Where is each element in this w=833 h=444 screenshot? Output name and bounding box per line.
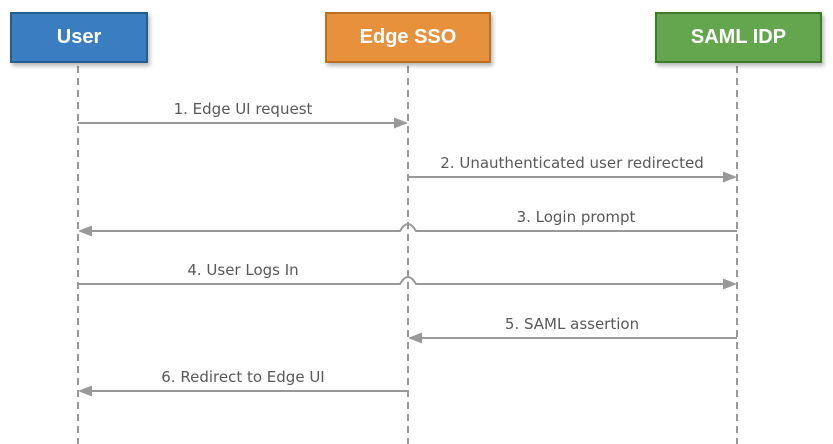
actor-user: User [10,12,148,63]
message-5-label: 5. SAML assertion [504,315,640,334]
message-2-arrowhead [723,171,737,183]
message-3-arrowhead [78,225,92,237]
message-4-label: 4. User Logs In [187,261,299,280]
actor-saml-idp: SAML IDP [655,12,822,63]
message-2-label: 2. Unauthenticated user redirected [440,154,704,173]
message-4-arrowhead [723,278,737,290]
message-5-arrowhead [408,332,422,344]
message-1-arrowhead [394,117,408,129]
message-6-label: 6. Redirect to Edge UI [161,368,325,387]
message-3-arrow [91,223,737,232]
actor-saml-idp-label: SAML IDP [690,26,787,48]
actor-user-label: User [56,26,102,48]
message-3-label: 3. Login prompt [516,208,636,227]
message-1-label: 1. Edge UI request [173,100,313,119]
message-6-arrowhead [78,385,92,397]
message-4-arrow [78,276,724,285]
actor-edge-sso-label: Edge SSO [359,26,457,48]
actor-edge-sso: Edge SSO [325,12,491,63]
